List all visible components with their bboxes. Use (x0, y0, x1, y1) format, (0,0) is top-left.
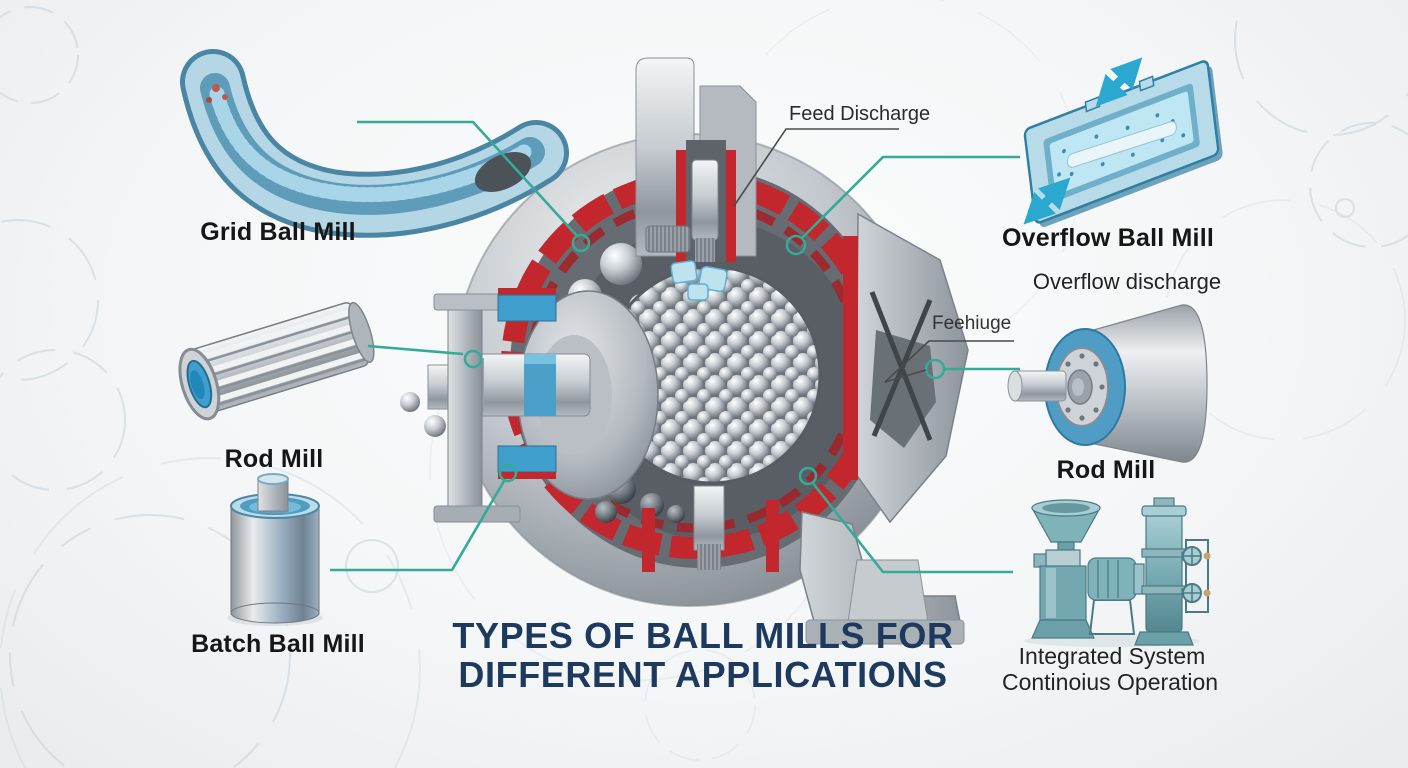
connector-grid-ball-mill (357, 120, 578, 237)
page-title: TYPES OF BALL MILLS FOR DIFFERENT APPLIC… (452, 616, 953, 694)
rod-mill-drum-illustration (1007, 304, 1208, 463)
batch-ball-mill-cylinder-illustration (227, 473, 323, 626)
connector-rod-mill-left (367, 344, 464, 356)
page-title-line2: DIFFERENT APPLICATIONS (458, 654, 948, 695)
stray-ball (400, 392, 420, 412)
support-foot (799, 511, 965, 645)
label-integrated-system: Integrated System (1018, 643, 1206, 669)
flow-arrow-up-icon (1095, 57, 1143, 107)
left-flange (433, 293, 521, 523)
connector-overflow-ball-mill (800, 155, 1020, 240)
label-continuous-operation: Continoius Operation (1001, 669, 1219, 695)
right-end-cap (843, 212, 969, 524)
annotation-feed-discharge-top: Feed Discharge (789, 103, 931, 125)
label-batch-ball-mill: Batch Ball Mill (191, 630, 365, 658)
label-overflow-discharge: Overflow discharge (1032, 269, 1222, 294)
blue-crystal-bearing (670, 260, 728, 301)
pointer-feed-discharge-right (884, 340, 1014, 383)
rod-mill-cage-illustration (178, 301, 375, 421)
connector-batch-ball-mill (330, 480, 506, 572)
grid-ball-mill-illustration (180, 49, 569, 238)
connector-ring-marker (798, 466, 818, 486)
bottom-discharge-shaft (642, 485, 779, 572)
connector-ring-marker (463, 349, 483, 369)
overflow-ball-mill-tray-illustration (1023, 57, 1223, 228)
annotation-pointers (733, 128, 1014, 383)
label-rod-mill-left: Rod Mill (224, 445, 324, 473)
connector-ring-marker (924, 358, 946, 380)
connector-integrated-system (810, 481, 1013, 574)
connector-ring-marker (785, 234, 807, 256)
annotation-feed-discharge-right: Feehiuge (932, 313, 1012, 334)
integrated-system-machine-illustration (1024, 497, 1211, 647)
bearing-blocks (497, 288, 557, 479)
pointer-feed-discharge-top (733, 128, 899, 207)
label-overflow-ball-mill: Overflow Ball Mill (1002, 224, 1214, 252)
page-title-line1: TYPES OF BALL MILLS FOR (452, 615, 954, 656)
flow-arrow-down-icon (1023, 177, 1071, 225)
ball-mill-cutaway-illustration (400, 57, 969, 645)
connector-ring-marker (498, 463, 518, 483)
connector-ring-marker (571, 233, 591, 253)
callout-connectors (330, 120, 1020, 574)
label-grid-ball-mill: Grid Ball Mill (200, 218, 356, 246)
stray-ball (424, 415, 446, 437)
feed-tower (635, 57, 757, 301)
label-rod-mill-right: Rod Mill (1056, 456, 1156, 484)
